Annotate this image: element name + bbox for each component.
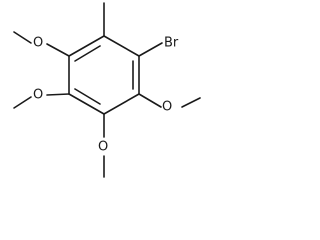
oxygen-label-lower-left: O bbox=[33, 88, 43, 103]
oxygen-label-right: O bbox=[162, 100, 172, 115]
substituent-bonds bbox=[13, 2, 201, 178]
ring-bond-3 bbox=[103, 93, 140, 115]
atom-labels: Br O O O O bbox=[33, 36, 179, 155]
double-bond-inner-3 bbox=[74, 45, 101, 62]
bromine-label: Br bbox=[164, 36, 179, 51]
oxygen-label-bottom: O bbox=[98, 140, 108, 155]
methoxy-lowerleft-bond-o bbox=[46, 93, 70, 96]
ring-bond-6 bbox=[68, 35, 105, 57]
methoxy-right-bond-o bbox=[138, 93, 162, 108]
ring-bond-1 bbox=[103, 35, 140, 57]
methoxy-right-bond-c bbox=[181, 97, 201, 108]
methoxy-upperleft-bond-o bbox=[46, 43, 70, 57]
bromine-bond bbox=[138, 42, 163, 57]
double-bond-inner-2 bbox=[74, 88, 101, 105]
structure-diagram: Br O O O O bbox=[13, 2, 201, 178]
ring-bond-4 bbox=[68, 93, 105, 115]
methoxy-upperleft-bond-c bbox=[13, 31, 32, 44]
ring-double-bonds bbox=[74, 45, 134, 105]
benzene-ring bbox=[68, 35, 140, 115]
methoxy-lowerleft-bond-c bbox=[13, 96, 32, 109]
structure-drawing: Br O O O O bbox=[13, 2, 201, 178]
oxygen-label-upper-left: O bbox=[33, 36, 43, 51]
